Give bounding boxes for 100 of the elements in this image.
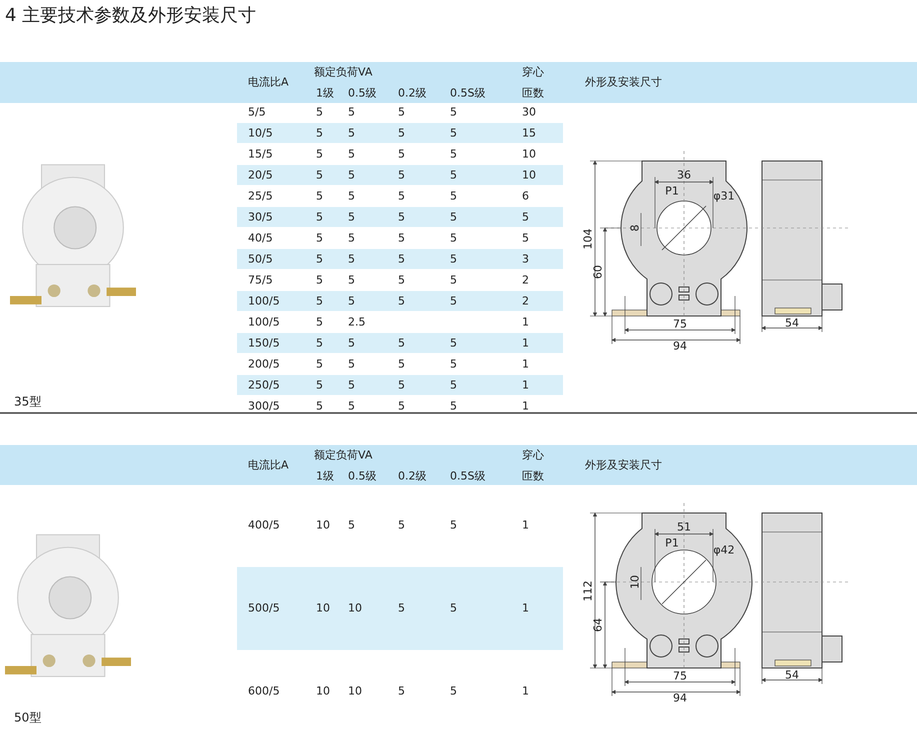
table-cell: 400/5: [248, 518, 280, 532]
table-cell: 5: [450, 684, 457, 698]
table-cell: 5: [348, 190, 355, 202]
table-cell: 15: [522, 126, 536, 140]
table-cell: 5: [316, 358, 323, 370]
page-title: 4 主要技术参数及外形安装尺寸: [5, 4, 256, 27]
table-cell: 5: [348, 274, 355, 286]
table-cell: 2.5: [348, 316, 366, 328]
table-cell: 5: [398, 148, 405, 160]
table-cell: 1: [522, 336, 529, 350]
table-cell: 5: [398, 252, 405, 266]
dimension-label: 104: [582, 228, 594, 249]
table-cell: 5: [450, 210, 457, 224]
table-cell: 5: [348, 358, 355, 370]
table-cell: 5: [316, 294, 323, 308]
table-cell: 5: [398, 190, 405, 202]
table-cell: 10: [522, 148, 536, 160]
table-cell: 5: [450, 274, 457, 286]
table-cell: 5: [398, 400, 405, 412]
table-cell: 5: [450, 336, 457, 350]
column-header: 电流比A: [248, 458, 289, 472]
dimension-label: 64: [592, 618, 604, 632]
table-cell: 5: [348, 252, 355, 266]
table-cell: 5: [398, 294, 405, 308]
dimension-label: 94: [673, 340, 687, 352]
table-cell: 5: [316, 190, 323, 202]
table-cell: 5: [316, 274, 323, 286]
table-cell: 5: [450, 168, 457, 182]
table-cell: 5: [398, 210, 405, 224]
table-cell: 2: [522, 274, 529, 286]
column-header: 0.2级: [398, 468, 426, 484]
column-header: 外形及安装尺寸: [585, 458, 662, 472]
table-cell: 5: [398, 126, 405, 140]
table-cell: 5: [348, 336, 355, 350]
table-cell: 3: [522, 252, 529, 266]
table-cell: 10: [348, 602, 362, 614]
table-cell: 1: [522, 358, 529, 370]
table-cell: 5: [450, 518, 457, 532]
table-cell: 5: [348, 148, 355, 160]
dimension-label: 54: [785, 316, 799, 330]
dimension-label: 75: [673, 670, 687, 682]
table-cell: 10: [522, 168, 536, 182]
table-cell: 5: [316, 168, 323, 182]
table-cell: 5: [316, 252, 323, 266]
table-cell: 5: [316, 106, 323, 118]
table-cell: 1: [522, 316, 529, 328]
column-header: 穿心: [522, 64, 544, 80]
table-cell: 2: [522, 294, 529, 308]
table-cell: 40/5: [248, 232, 273, 244]
table-cell: 5: [348, 232, 355, 244]
table-cell: 250/5: [248, 378, 280, 392]
table-cell: 10/5: [248, 126, 273, 140]
dimension-label: φ31: [713, 190, 735, 202]
table-cell: 5: [348, 378, 355, 392]
table-cell: 6: [522, 190, 529, 202]
table-cell: 5: [398, 602, 405, 614]
table-cell: 10: [316, 684, 330, 698]
table-cell: 5: [450, 602, 457, 614]
table-cell: 30/5: [248, 210, 273, 224]
table-cell: 5: [450, 106, 457, 118]
table-cell: 75/5: [248, 274, 273, 286]
table-cell: 5: [348, 168, 355, 182]
column-header: 电流比A: [248, 74, 289, 90]
dimension-label: 36: [677, 168, 691, 182]
table-cell: 10: [348, 684, 362, 698]
table-cell: 5: [398, 232, 405, 244]
column-header: 外形及安装尺寸: [585, 74, 662, 90]
table-cell: 600/5: [248, 684, 280, 698]
dimension-label: 94: [673, 692, 687, 704]
table-cell: 1: [522, 684, 529, 698]
table-cell: 10: [316, 518, 330, 532]
column-header: 0.2级: [398, 86, 426, 100]
table-cell: 5: [398, 684, 405, 698]
dimension-label: 10: [628, 575, 642, 589]
table-cell: 5/5: [248, 106, 266, 118]
table-cell: 150/5: [248, 336, 280, 350]
model-label: 35型: [14, 394, 42, 410]
table-cell: 50/5: [248, 252, 273, 266]
table-cell: 5: [450, 400, 457, 412]
table-cell: 5: [316, 210, 323, 224]
column-header: 1级: [316, 86, 334, 100]
table-cell: 5: [450, 358, 457, 370]
dimension-label: 8: [628, 224, 642, 232]
table-cell: 5: [522, 210, 529, 224]
table-cell: 100/5: [248, 294, 280, 308]
column-header: 0.5S级: [450, 86, 486, 100]
table-cell: 5: [348, 106, 355, 118]
table-cell: 5: [398, 274, 405, 286]
table-cell: 5: [398, 168, 405, 182]
table-cell: 5: [450, 232, 457, 244]
table-cell: 5: [316, 148, 323, 160]
table-cell: 5: [450, 190, 457, 202]
column-header: 0.5S级: [450, 468, 486, 484]
column-header: 额定负荷VA: [314, 64, 372, 80]
table-cell: 25/5: [248, 190, 273, 202]
column-header: 匝数: [522, 468, 544, 484]
table-cell: 5: [398, 378, 405, 392]
column-header: 额定负荷VA: [314, 448, 372, 462]
table-cell: 5: [316, 316, 323, 328]
table-cell: 500/5: [248, 602, 280, 614]
